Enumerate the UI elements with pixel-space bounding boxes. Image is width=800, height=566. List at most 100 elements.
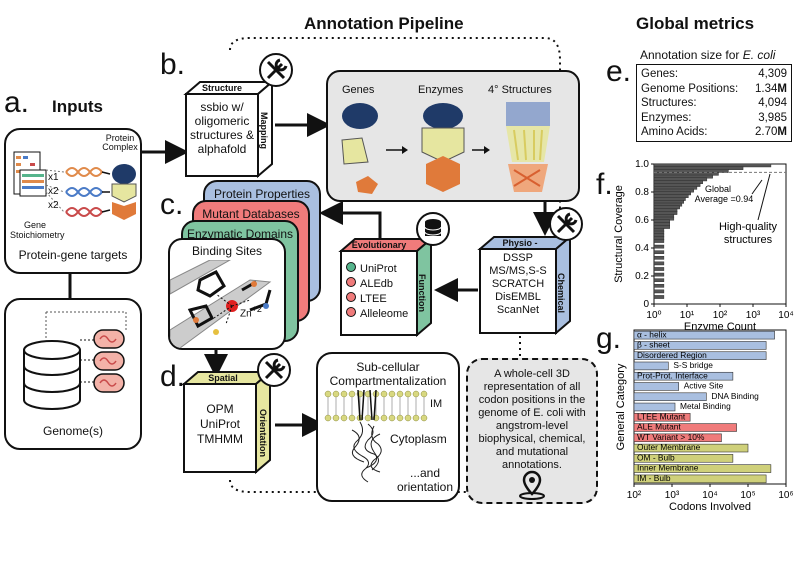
mapping-result-panel: Genes Enzymes 4° Structures bbox=[326, 70, 580, 202]
y-tick-label: 0 bbox=[643, 299, 649, 310]
zn-text: Zn bbox=[240, 308, 252, 320]
binding-sites-label: Binding Sites bbox=[191, 244, 263, 258]
metrics-row: Genes:4,309 bbox=[641, 68, 787, 80]
category-label: DNA Binding bbox=[711, 391, 759, 401]
multiplier-2: x2 bbox=[48, 186, 59, 197]
enzymes-label: Enzymes bbox=[418, 84, 464, 96]
spatial-tool-list: OPM UniProt TMHMM bbox=[184, 402, 256, 447]
x-tick-label: 10³ bbox=[746, 310, 761, 321]
category-bar bbox=[633, 330, 775, 340]
category-bar bbox=[633, 464, 772, 473]
x-tick-label: 10¹ bbox=[680, 310, 695, 321]
dotted-loop-top bbox=[229, 37, 561, 228]
tools-icon bbox=[257, 353, 291, 387]
wholecell-text: A whole-cell 3D representation of all co… bbox=[478, 368, 586, 471]
targets-label: Protein-gene targets bbox=[18, 248, 128, 262]
physio-tool: ScanNet bbox=[496, 304, 540, 316]
category-bar bbox=[633, 433, 722, 443]
inputs-header: Inputs bbox=[52, 97, 103, 116]
im-label: IM bbox=[430, 398, 443, 410]
x-axis-label: Codons Involved bbox=[669, 501, 751, 513]
metrics-row-label: Genome Positions: bbox=[641, 82, 739, 95]
category-label: OM - Bulb bbox=[637, 452, 675, 462]
average-annotation-line2: Average =0.94 bbox=[695, 194, 754, 204]
multiplier-3: x2 bbox=[48, 200, 59, 211]
category-bar bbox=[633, 392, 707, 401]
mapping-tag: Mapping bbox=[259, 111, 269, 149]
category-bar bbox=[633, 341, 767, 350]
category-bar bbox=[633, 382, 679, 391]
spatial-tool: OPM bbox=[206, 402, 234, 416]
zn-label: Zn+2 bbox=[240, 304, 262, 319]
tools-icon bbox=[259, 53, 293, 87]
physio-chemical-box bbox=[477, 234, 573, 336]
coverage-bar bbox=[653, 283, 665, 288]
x-tick-label: 10⁶ bbox=[778, 490, 793, 501]
protein-gene-targets-box: Protein Complex x1 x2 x2 Gene Stoichiome… bbox=[4, 128, 142, 274]
function-tag: Function bbox=[417, 274, 427, 312]
evol-dot bbox=[346, 292, 356, 302]
category-label: ALE Mutant bbox=[637, 422, 681, 432]
metrics-row: Structures:4,094 bbox=[641, 97, 787, 109]
x-tick-label: 10³ bbox=[665, 490, 680, 501]
panel-label-d: d. bbox=[160, 360, 186, 393]
panel-label-a: a. bbox=[4, 86, 30, 119]
metrics-row-value: 4,309 bbox=[758, 68, 787, 80]
x-tick-label: 10² bbox=[713, 310, 728, 321]
hq-pointer bbox=[757, 173, 771, 221]
panel-label-b: b. bbox=[160, 48, 186, 81]
y-tick-label: 0.6 bbox=[635, 215, 649, 226]
category-label: LTEE Mutant bbox=[637, 411, 686, 421]
chemical-tag: Chemical bbox=[556, 272, 566, 314]
orientation-tag: Orientation bbox=[258, 408, 268, 457]
wholecell-box: A whole-cell 3D representation of all co… bbox=[466, 358, 598, 504]
evol-dot bbox=[346, 277, 356, 287]
metrics-header: Global metrics bbox=[636, 14, 755, 33]
x-tick-label: 10⁴ bbox=[778, 310, 793, 321]
physio-tool: DisEMBL bbox=[495, 291, 541, 303]
average-pointer bbox=[751, 179, 763, 195]
evol-item: ALEdb bbox=[346, 277, 416, 290]
database-small-icon bbox=[416, 212, 450, 246]
gene-enzyme-structure-illustration bbox=[341, 102, 550, 194]
metrics-row-label: Structures: bbox=[641, 97, 697, 109]
pipeline-header: Annotation Pipeline bbox=[304, 14, 464, 33]
evol-item: LTEE bbox=[346, 292, 416, 305]
average-annotation-line1: Global bbox=[705, 184, 731, 194]
mutant-databases-label: Mutant Databases bbox=[202, 207, 300, 221]
metrics-row-value: 2.70M bbox=[755, 126, 787, 138]
metrics-row-value: 3,985 bbox=[758, 111, 787, 124]
panel-label-g: g. bbox=[596, 322, 622, 355]
structure-mapping-box bbox=[183, 79, 275, 179]
y-tick-label: 0.8 bbox=[635, 187, 649, 198]
zn-charge: +2 bbox=[251, 304, 262, 314]
category-label: Outer Membrane bbox=[637, 442, 701, 452]
evol-label: Alleleome bbox=[360, 308, 409, 320]
category-bar bbox=[633, 443, 749, 453]
coverage-bar bbox=[653, 250, 665, 254]
binding-sites-card: Binding Sites Zn+2 bbox=[168, 238, 286, 350]
coverage-bar bbox=[653, 295, 665, 299]
metrics-row-value: 1.34M bbox=[755, 82, 787, 95]
panel-label-e: e. bbox=[606, 55, 632, 88]
category-bar bbox=[633, 402, 676, 412]
hq-annotation-line1: High-quality bbox=[719, 221, 778, 233]
orientation-label: ...and orientation bbox=[396, 466, 454, 494]
metrics-row: Enzymes:3,985 bbox=[641, 112, 787, 124]
coverage-bar bbox=[653, 244, 665, 249]
subcellular-title: Sub-cellular Compartmentalization bbox=[329, 360, 447, 388]
y-tick-label: 0.4 bbox=[635, 243, 649, 254]
subcellular-box: Sub-cellular Compartmentalization IM Cyt… bbox=[316, 352, 460, 502]
evol-label: LTEE bbox=[360, 293, 387, 305]
metrics-row-label: Amino Acids: bbox=[641, 126, 708, 138]
category-label: S-S bridge bbox=[673, 360, 713, 370]
category-bar bbox=[633, 454, 734, 463]
membrane-illustration bbox=[324, 390, 428, 483]
x-tick-label: 10⁵ bbox=[740, 490, 755, 501]
coverage-bar bbox=[653, 278, 665, 282]
category-label: Disordered Region bbox=[637, 350, 707, 360]
y-axis-label: General Category bbox=[615, 363, 627, 450]
genes-label: Genes bbox=[342, 84, 375, 96]
spatial-tool: UniProt bbox=[199, 417, 240, 431]
